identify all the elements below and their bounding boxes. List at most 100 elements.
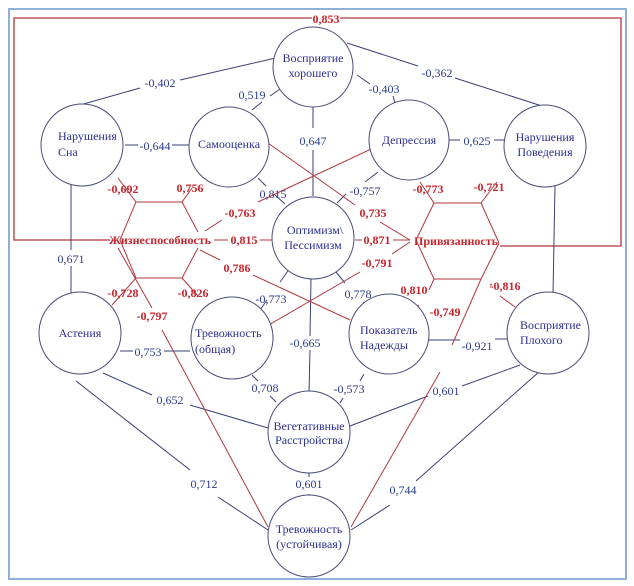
node-label-optimism-2: Пессимизм [284,238,342,252]
node-label-good-perception-1: Восприятие [283,51,344,65]
edge-att-behavior [480,181,498,204]
edge-label-sleep-asthenia: 0,671 [58,252,85,266]
node-label-good-perception-2: хорошего [289,66,338,80]
edge-vit-hope-b [252,274,351,321]
node-asthenia[interactable] [38,291,122,375]
edge-label-veg-anxs: 0,601 [296,477,323,491]
node-optimism[interactable] [271,196,355,280]
edge-vit-anxs-a [117,247,153,309]
edge-anxg-veg-b [269,395,277,403]
edge-vit-sleep [117,177,137,203]
edge-att-anxs-b [350,371,441,528]
frame-line-left [13,17,312,241]
edge-depr-opt-b [336,193,347,204]
edge-hope-veg-b [339,397,344,404]
edge-vit-anxg [181,277,199,297]
edge-label-good-depr: -0,403 [369,82,400,96]
edge-self-opt-a [257,177,267,187]
edge-anxg-veg-a [251,374,259,382]
node-label-hope-2: Надежды [360,338,408,352]
node-label-sleep-2: Сна [58,145,78,159]
edge-att-anxg-a [391,241,411,255]
edge-label-good-behavior: -0,362 [422,66,453,80]
edge-asth-veg-b [189,404,269,429]
node-label-depression: Депрессия [382,133,437,147]
edge-asth-veg-a [102,372,153,396]
edge-att-hope-a [428,278,435,291]
edge-att-anxs-a [451,278,482,346]
node-label-anxiety-stable-1: Тревожность [276,522,343,536]
edge-label-vit-asth: -0,728 [108,286,139,300]
edge-label-att-self: 0,735 [360,206,387,220]
node-behavior[interactable] [503,104,587,188]
node-depression[interactable] [368,99,450,181]
edge-label-vit-self: 0,756 [177,181,204,195]
node-label-bad-perception-2: Плохого [520,333,563,347]
edge-label-asth-anxg: 0,753 [135,345,162,359]
node-anxiety-stable[interactable] [267,494,351,578]
node-label-self-esteem: Самооценка [198,137,261,151]
edge-label-att-bad: -0,816 [490,279,521,293]
node-hope[interactable] [348,293,430,375]
node-label-sleep-1: Нарушения [58,129,117,143]
edge-good-behavior-a [346,42,419,67]
edge-label-depr-opt: -0,757 [350,184,381,198]
edge-vit-asth [111,277,137,306]
edge-label-sleep-self: -0,644 [140,139,171,153]
node-self-esteem[interactable] [188,106,270,188]
node-vegetative[interactable] [267,390,351,474]
node-bad-perception[interactable] [506,291,590,375]
edge-label-frame: 0,853 [313,12,340,26]
edge-att-self-b [379,221,411,241]
node-good-perception[interactable] [272,26,354,108]
edge-asth-anxs-b [217,496,269,531]
node-label-vegetative-2: Расстройства [275,433,344,447]
vitality-hex-bottom [119,239,199,279]
edge-label-self-opt: 0,815 [260,187,287,201]
edge-label-att-depr: -0,773 [413,182,444,196]
edge-good-self-b [251,101,263,111]
hub-vitality[interactable]: Жизнеспособность [109,233,212,247]
edge-label-vit-anxs: -0,797 [137,309,168,323]
node-anxiety-general[interactable] [190,296,274,380]
edge-att-depr [419,181,435,204]
node-label-behavior-1: Нарушения [516,130,575,144]
nodes [38,26,590,578]
edge-depr-opt-a [364,171,379,183]
edge-label-bad-anxs: 0,744 [390,483,417,497]
edge-label-asth-anxs: 0,712 [191,477,218,491]
frame-line-right [340,17,622,247]
edge-good-sleep-a [179,56,281,81]
edge-label-opt-hope: 0,778 [345,287,372,301]
edge-label-att-hope: 0,810 [401,283,428,297]
edge-hope-veg-a [359,373,365,382]
edge-label-att-anxs: -0,749 [430,305,461,319]
attachment-hex-bottom [415,239,500,280]
edge-label-anxg-veg: 0,708 [252,381,279,395]
node-sleep[interactable] [40,103,124,187]
node-label-behavior-2: Поведения [517,145,573,159]
hub-attachment[interactable]: Привязанность [414,234,499,248]
edge-label-vit-sleep: -0,692 [108,182,139,196]
edge-label-att-opt: 0,871 [364,233,391,247]
edge-bad-veg-b [349,395,429,427]
edge-opt-veg-b [308,349,311,394]
edge-vit-hope-a [199,249,221,261]
edge-bad-veg-a [461,364,521,387]
edge-att-bad-a [489,283,493,286]
edge-vit-depr-b [257,142,385,203]
edge-vit-depr-a [204,219,223,232]
node-label-hope-1: Показатель [360,323,418,337]
outer-frame [8,8,627,580]
edge-label-hope-veg: -0,573 [334,382,365,396]
edge-good-sleep-b [79,87,141,106]
edge-bad-anxs-a [415,370,541,482]
attachment-hex-top [415,202,500,244]
edge-good-depr-a [356,74,371,85]
edge-behavior-bad [552,184,556,296]
edge-label-asth-veg: 0,652 [157,393,184,407]
edge-vit-anxs-b [161,329,269,528]
vitality-hexagon [111,142,385,528]
edge-label-vit-opt: 0,815 [231,233,258,247]
